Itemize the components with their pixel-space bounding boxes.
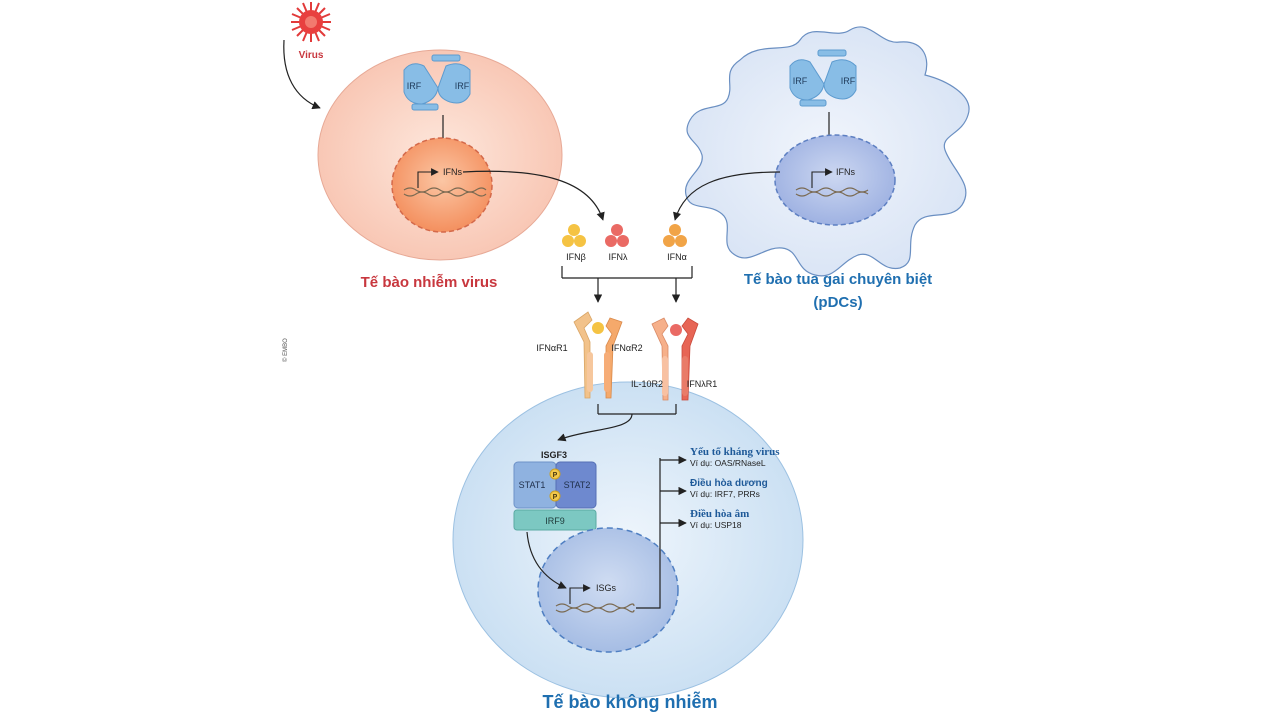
infected-ifns-label: IFNs bbox=[443, 167, 462, 177]
output-2-example: Ví dụ: IRF7, PRRs bbox=[690, 489, 760, 499]
transcription-start-arrow bbox=[417, 168, 439, 188]
uninfected-nucleus bbox=[537, 527, 679, 653]
dna-strand-icon bbox=[403, 187, 487, 197]
pdc-caption-line2: (pDCs) bbox=[813, 294, 862, 311]
isgf3-to-nucleus-arrow bbox=[526, 531, 567, 589]
phospho-bottom-icon bbox=[549, 490, 561, 502]
ifnar1-label: IFNαR1 bbox=[536, 343, 567, 353]
pdc-secretion-arrow bbox=[673, 171, 781, 221]
pdc-nucleus bbox=[774, 134, 896, 226]
ifnar-receptor-complex-icon bbox=[573, 311, 623, 399]
virus-label: Virus bbox=[299, 50, 324, 61]
phospho-bottom-label: P bbox=[553, 494, 558, 501]
isg-transcription-start-arrow bbox=[569, 584, 591, 604]
pdc-dna-strand-icon bbox=[795, 187, 869, 197]
output-2-title: Điều hòa dương bbox=[690, 477, 768, 489]
stat1-label: STAT1 bbox=[519, 480, 546, 490]
irf9-block bbox=[513, 509, 597, 531]
infected-cell-caption: Tế bào nhiễm virus bbox=[361, 274, 498, 291]
ifn-to-receptor-bracket bbox=[561, 266, 693, 303]
isgs-label: ISGs bbox=[596, 583, 617, 593]
ifn-beta-label: IFNβ bbox=[566, 252, 586, 262]
pdc-caption-line1: Tế bào tua gai chuyên biệt bbox=[744, 271, 932, 288]
infected-secretion-arrow bbox=[462, 170, 605, 221]
output-1-example: Ví dụ: OAS/RNaseL bbox=[690, 458, 766, 468]
output-3-title: Điều hòa âm bbox=[690, 508, 749, 520]
copyright-label: © EMBO bbox=[282, 338, 289, 362]
stat2-label: STAT2 bbox=[564, 480, 591, 490]
uninfected-dna-strand-icon bbox=[555, 603, 635, 613]
irf9-label: IRF9 bbox=[545, 516, 565, 526]
output-1-title: Yếu tố kháng virus bbox=[690, 446, 780, 458]
phospho-top-icon bbox=[549, 468, 561, 480]
ifn-beta-icon bbox=[562, 224, 586, 247]
irf-left-label: IRF bbox=[407, 81, 422, 91]
ifnlr-receptor-complex-icon bbox=[651, 317, 699, 401]
phospho-top-label: P bbox=[553, 472, 558, 479]
stat2-block bbox=[555, 461, 597, 509]
ifnlr1-label: IFNλR1 bbox=[687, 379, 718, 389]
virus-icon bbox=[291, 2, 331, 42]
uninfected-cell-caption: Tế bào không nhiễm bbox=[542, 691, 717, 712]
pdc-irf-left-label: IRF bbox=[793, 76, 808, 86]
il10r2-label: IL-10R2 bbox=[631, 379, 663, 389]
isgf3-label: ISGF3 bbox=[541, 450, 567, 460]
pdc-transcription-start-arrow bbox=[811, 168, 833, 188]
pdc-irf-right-label: IRF bbox=[841, 76, 856, 86]
output-3-example: Ví dụ: USP18 bbox=[690, 520, 742, 530]
ifn-alpha-icon bbox=[663, 224, 687, 247]
receptor-signal-bracket bbox=[557, 404, 677, 442]
ifnar2-label: IFNαR2 bbox=[611, 343, 642, 353]
ifn-lambda-label: IFNλ bbox=[609, 252, 628, 262]
infected-nucleus bbox=[391, 137, 493, 233]
pdc-irf-dimer-icon bbox=[789, 49, 857, 107]
ifn-lambda-icon bbox=[605, 224, 629, 247]
irf-right-label: IRF bbox=[455, 81, 470, 91]
virus-entry-arrow bbox=[283, 39, 321, 110]
ifn-alpha-label: IFNα bbox=[667, 252, 687, 262]
irf-dimer-icon bbox=[403, 54, 471, 111]
pdc-ifns-label: IFNs bbox=[836, 167, 855, 177]
isg-output-tree bbox=[636, 455, 687, 609]
